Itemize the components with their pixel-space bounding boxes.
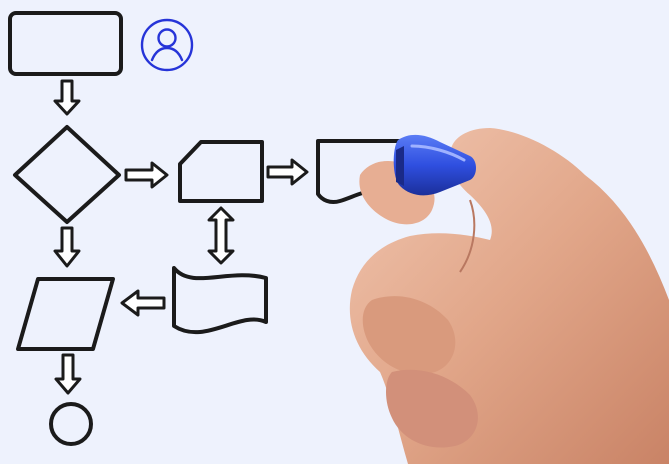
start-rectangle <box>8 11 123 76</box>
arrow-card-to-document <box>266 158 309 186</box>
user-icon[interactable] <box>138 16 196 74</box>
arrow-io-to-end <box>54 353 82 395</box>
hand-illustration <box>349 128 669 464</box>
arrow-start-to-decision <box>53 79 81 116</box>
hand-finger-lower <box>386 369 478 448</box>
marker-pen <box>393 134 476 196</box>
arrow-decision-to-card <box>124 161 169 189</box>
punched-tape-shape <box>172 266 268 334</box>
hand-finger-curl <box>362 296 456 375</box>
decision-diamond <box>13 125 121 224</box>
io-parallelogram <box>16 277 115 351</box>
hand-crease <box>459 199 476 273</box>
end-circle <box>49 402 93 446</box>
punched-card-shape <box>178 140 264 203</box>
arrow-tape-to-io <box>120 289 166 317</box>
arrow-decision-to-io <box>53 226 81 268</box>
arrow-card-tape-twoway <box>207 206 235 265</box>
